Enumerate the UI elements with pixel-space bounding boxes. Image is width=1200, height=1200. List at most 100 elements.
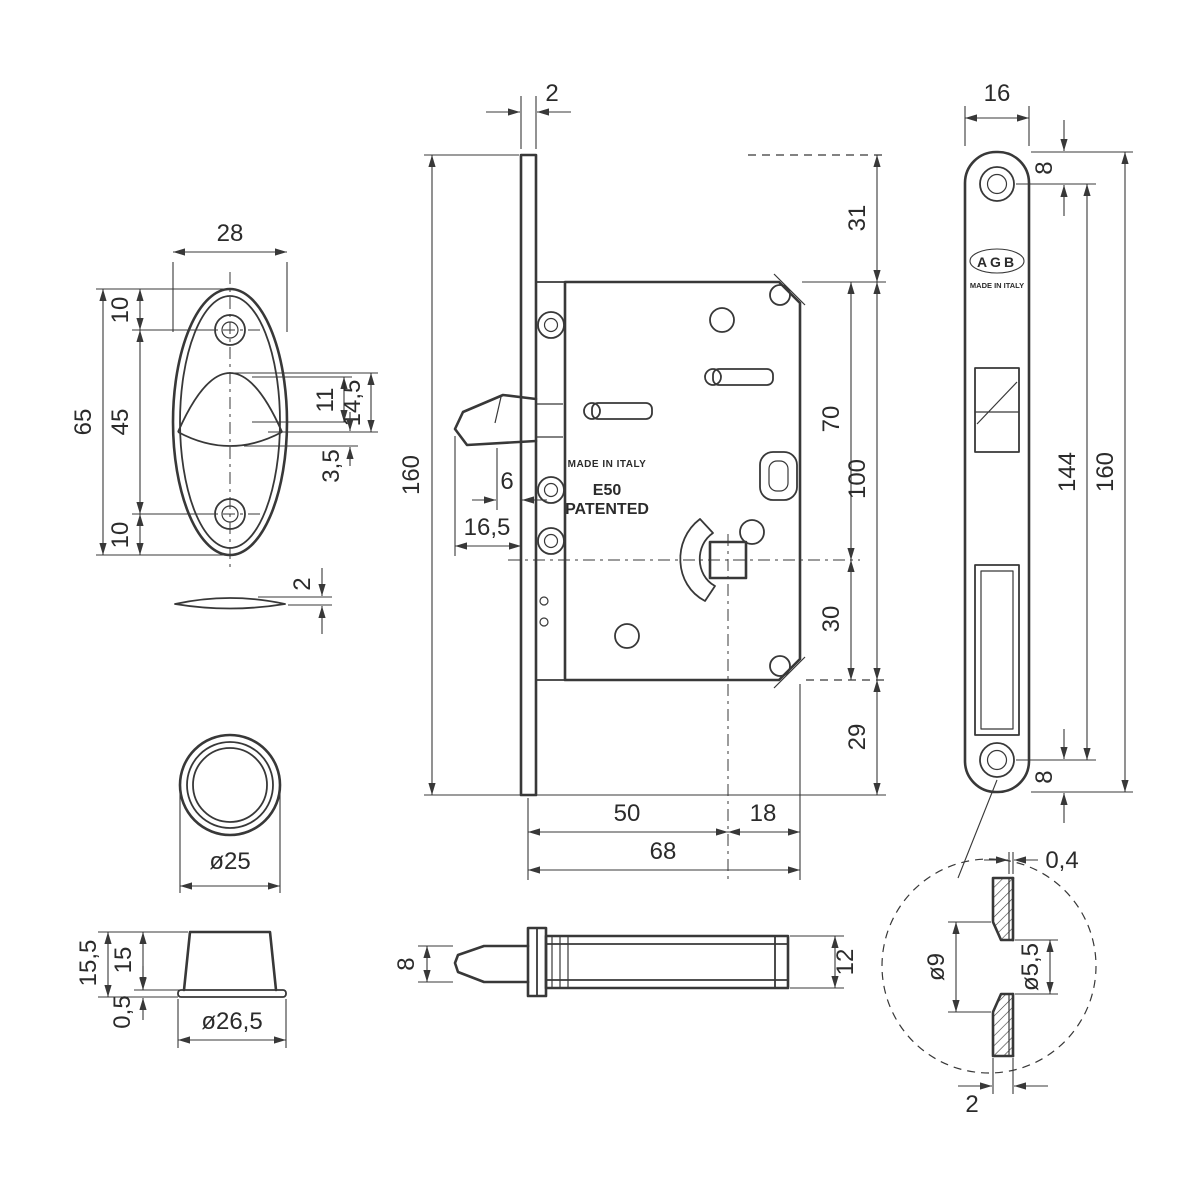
dim-body-thickness: 12 [790,935,859,989]
dim-cup-body-height: 15 [110,932,184,991]
dim-ring-inner-diameter: ø25 [179,792,281,893]
pin-1-head [704,368,722,386]
detail-bubble-circle [881,858,1097,1074]
escutcheon-profile-shape [174,597,286,610]
dim-label-6: 6 [500,468,513,495]
hook-bolt [453,393,538,447]
stud-middle [537,476,565,504]
dim-label-10-bottom: 10 [107,522,134,549]
faceplate-front-view: AGB MADE IN ITALY 16 8 144 160 [963,80,1133,823]
dim-label-10-top: 10 [107,297,134,324]
dim-hook-clearance: 6 [472,448,547,510]
faceplate-top-screw-hole-inner [986,173,1008,195]
plate-section-bottom [991,992,1015,1058]
faceplate-made-in-italy-text: MADE IN ITALY [970,281,1024,290]
dim-top-hole-offset: 8 [1016,120,1133,216]
case-hole-top [709,307,735,333]
dim-faceplate-height: 160 [398,154,886,796]
stud-top-inner [543,317,559,333]
dim-label-8-side: 8 [393,957,420,970]
lower-opening-inner [980,570,1014,730]
dim-plate-thickness: 2 [958,1058,1048,1118]
cup-body-shape [182,930,278,992]
dim-label-100: 100 [844,459,871,499]
dim-label-3-5: 3,5 [318,449,345,482]
dim-escutcheon-left-chain: 65 10 45 10 [70,288,224,556]
lock-case-outline [563,280,802,682]
ring-inner-circle [192,747,268,823]
screw-hole-detail-view: 0,4 ø9 ø5,5 2 [881,779,1097,1118]
case-hole-bottom [614,623,640,649]
dim-label-160-right: 160 [1092,452,1119,492]
side-body-outline [544,934,790,990]
faceplate-top-screw-hole [979,166,1015,202]
dim-finger-cup-chain: 11 14,5 3,5 [234,372,378,483]
dim-label-8-top: 8 [1031,161,1058,174]
dim-bottom-hole-offset: 8 [1031,729,1068,823]
faceplate-bottom-screw-hole-inner [986,749,1008,771]
escutcheon-front-view: 28 65 10 45 10 11 14,5 [70,220,378,572]
agb-logo-oval [969,248,1025,274]
case-model-text: E50 [593,482,622,499]
dim-faceplate-width: 16 [964,80,1030,146]
dim-label-65: 65 [70,409,97,436]
dim-label-31: 31 [844,205,871,232]
strike-loop-outer [759,451,798,501]
dim-flange-thickness: 0,5 [109,966,147,1029]
dim-label-2-profile: 2 [289,577,316,590]
dim-faceplate-height-right: 160 [1031,152,1133,793]
cup-flange [177,989,287,998]
dim-label-0-5: 0,5 [109,995,136,1028]
top-corner-tab [773,273,806,306]
stud-middle-inner [543,482,559,498]
dim-label-30: 30 [818,606,845,633]
hook-opening [974,367,1020,453]
faceplate-outline [963,150,1031,794]
top-tab-hole [769,284,791,306]
section-hatch-top [993,878,1013,940]
ring-outer-circle [178,733,282,837]
dim-label-68: 68 [650,838,677,865]
dim-label-28: 28 [217,220,244,247]
finger-cup-bottom-arc [177,431,283,447]
small-hole-1 [539,596,549,606]
dim-label-12: 12 [832,949,859,976]
hook-opening-detail [976,381,1018,425]
dim-escutcheon-width: 28 [172,220,288,332]
escutcheon-profile-view: 2 [174,568,332,634]
dim-profile-thickness: 2 [258,568,332,634]
dim-hook-protrusion: 16,5 [454,436,521,556]
faceplate-section [519,153,538,797]
hook-bolt-detail-line [494,396,502,424]
case-hole-middle [739,519,765,545]
dim-label-0-4: 0,4 [1045,847,1078,874]
dim-label-18: 18 [750,800,777,827]
ring-mid-circle [186,741,274,829]
bottom-tab-hole [769,655,791,677]
dim-right-chain: 70 30 31 100 29 [802,155,886,795]
ring-side-view: 15,5 15 0,5 ø26,5 [75,930,287,1048]
dim-label-70: 70 [818,406,845,433]
dim-cup-outer-diameter: ø26,5 [177,999,287,1048]
dim-label-16: 16 [984,80,1011,107]
pin-1-body [712,368,774,386]
dim-label-16-5: 16,5 [464,514,511,541]
stud-lower-inner [543,533,559,549]
dim-label-45: 45 [107,409,134,436]
dim-bottom-chain: 50 18 68 [527,684,801,880]
dim-label-14-5: 14,5 [339,380,366,427]
hub-cam [679,518,716,602]
dim-label-2-plate: 2 [965,1091,978,1118]
dim-faceplate-thickness: 2 [486,80,571,149]
faceplate-bottom-screw-hole [979,742,1015,778]
ring-front-view: ø25 [178,733,282,893]
dim-label-50: 50 [614,800,641,827]
dim-label-11: 11 [312,388,339,413]
strike-loop-inner [768,460,789,492]
dim-hook-thickness: 8 [393,945,453,983]
dim-hole-spacing: 144 [1016,184,1096,761]
lower-opening [974,564,1020,736]
bottom-corner-tab [773,656,806,689]
